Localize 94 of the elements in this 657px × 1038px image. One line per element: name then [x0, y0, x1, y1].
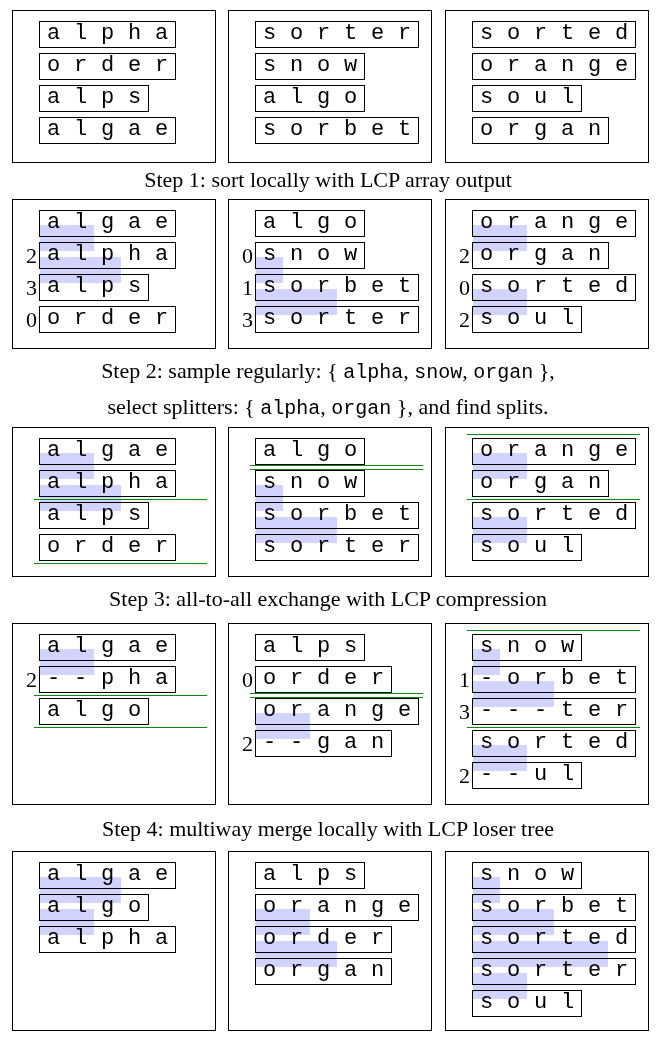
- string-box: algae: [39, 210, 176, 237]
- panel-box: [228, 427, 432, 577]
- string-box: soul: [472, 306, 582, 333]
- string-box: algae: [39, 117, 176, 144]
- lcp-value: 2: [459, 242, 470, 269]
- string-box: order: [39, 534, 176, 561]
- string-box: organ: [472, 117, 609, 144]
- string-box: alpha: [39, 21, 176, 48]
- lcp-value: 0: [242, 666, 253, 693]
- step-caption: Step 4: multiway merge locally with LCP loser tree: [100, 815, 556, 843]
- string-box: sorter: [472, 958, 636, 985]
- panel-box: [12, 427, 216, 577]
- string-box: alps: [39, 502, 149, 529]
- panel-box: [445, 10, 649, 163]
- panel-box: [12, 10, 216, 163]
- string-box: snow: [255, 53, 365, 80]
- lcp-value: 2: [26, 666, 37, 693]
- lcp-value: 2: [26, 242, 37, 269]
- string-box: snow: [472, 862, 582, 889]
- step-caption: Step 3: all-to-all exchange with LCP compression: [108, 585, 548, 613]
- string-box: algo: [39, 698, 149, 725]
- string-box: sorted: [472, 274, 636, 301]
- string-box: algo: [255, 210, 365, 237]
- panel-box: [445, 623, 649, 805]
- string-box: orange: [472, 210, 636, 237]
- string-box: algae: [39, 438, 176, 465]
- string-box: orange: [472, 438, 636, 465]
- panel-box: [12, 623, 216, 805]
- lcp-value: 0: [242, 242, 253, 269]
- panel-box: [228, 199, 432, 349]
- lcp-value: 3: [459, 698, 470, 725]
- string-box: snow: [472, 634, 582, 661]
- string-box: organ: [255, 958, 392, 985]
- string-box: alpha: [39, 926, 176, 953]
- lcp-value: 2: [459, 306, 470, 333]
- string-box: order: [39, 53, 176, 80]
- string-box: soul: [472, 990, 582, 1017]
- string-box: algo: [255, 85, 365, 112]
- lcp-value: 1: [459, 666, 470, 693]
- string-box: order: [255, 666, 392, 693]
- string-box: sorter: [255, 534, 419, 561]
- lcp-value: 3: [26, 274, 37, 301]
- string-box: alps: [39, 274, 149, 301]
- lcp-value: 1: [242, 274, 253, 301]
- string-box: snow: [255, 242, 365, 269]
- string-box: organ: [472, 470, 609, 497]
- panel-box: [228, 851, 432, 1031]
- string-box: algae: [39, 634, 176, 661]
- string-box: sorbet: [472, 894, 636, 921]
- string-box: alpha: [39, 470, 176, 497]
- string-box: soul: [472, 534, 582, 561]
- step-caption: Step 1: sort locally with LCP array output: [143, 166, 513, 194]
- panel-box: [228, 623, 432, 805]
- string-box: --gan: [255, 730, 392, 757]
- string-box: sorbet: [255, 274, 419, 301]
- string-box: ---ter: [472, 698, 636, 725]
- panel-box: [445, 851, 649, 1031]
- string-box: sorbet: [255, 117, 419, 144]
- lcp-value: 2: [242, 730, 253, 757]
- string-box: sorted: [472, 730, 636, 757]
- string-box: orange: [255, 698, 419, 725]
- string-box: sorted: [472, 21, 636, 48]
- string-box: sorted: [472, 502, 636, 529]
- string-box: alpha: [39, 242, 176, 269]
- string-box: alps: [39, 85, 149, 112]
- panel-box: [228, 10, 432, 163]
- string-box: algo: [255, 438, 365, 465]
- string-box: -orbet: [472, 666, 636, 693]
- string-box: sorter: [255, 21, 419, 48]
- string-box: --pha: [39, 666, 176, 693]
- string-box: sorted: [472, 926, 636, 953]
- lcp-value: 0: [26, 306, 37, 333]
- string-box: sorbet: [255, 502, 419, 529]
- string-box: --ul: [472, 762, 582, 789]
- panel-box: [12, 851, 216, 1031]
- step-caption: Step 2: sample regularly: { alpha, snow, organ }, select splitters: { alpha, organ }, and find splits.: [100, 357, 556, 422]
- panel-box: [445, 427, 649, 577]
- panel-box: [12, 199, 216, 349]
- string-box: algo: [39, 894, 149, 921]
- string-box: order: [255, 926, 392, 953]
- string-box: sorter: [255, 306, 419, 333]
- string-box: snow: [255, 470, 365, 497]
- panel-box: [445, 199, 649, 349]
- string-box: algae: [39, 862, 176, 889]
- lcp-value: 0: [459, 274, 470, 301]
- string-box: organ: [472, 242, 609, 269]
- string-box: alps: [255, 634, 365, 661]
- lcp-value: 3: [242, 306, 253, 333]
- string-box: alps: [255, 862, 365, 889]
- string-box: soul: [472, 85, 582, 112]
- lcp-value: 2: [459, 762, 470, 789]
- string-box: orange: [255, 894, 419, 921]
- string-box: order: [39, 306, 176, 333]
- string-box: orange: [472, 53, 636, 80]
